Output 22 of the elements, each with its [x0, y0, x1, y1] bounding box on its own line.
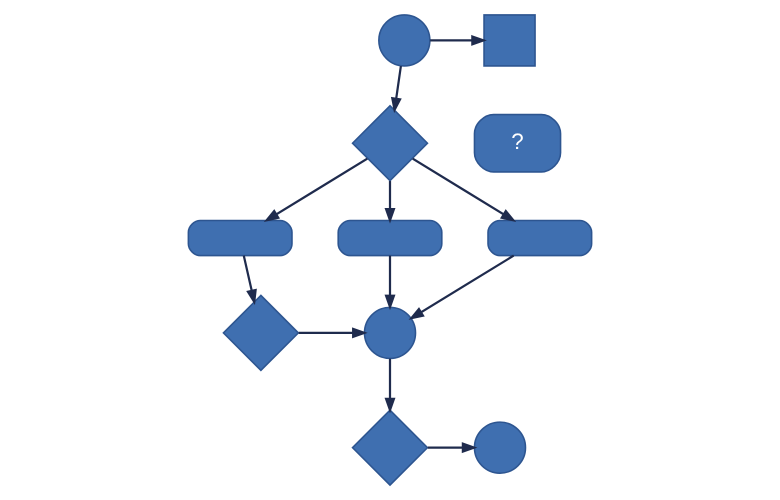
arrow [430, 34, 487, 46]
arrow [384, 256, 396, 310]
arrow [412, 158, 516, 222]
node-circle [474, 421, 526, 474]
arrow [384, 358, 396, 414]
label: ? [511, 129, 524, 154]
arrow [384, 181, 396, 224]
arrow [264, 158, 368, 222]
node-bar [188, 220, 293, 256]
node-bar [337, 220, 443, 256]
arrow [390, 66, 402, 114]
node-diamond [351, 104, 429, 182]
node-box [483, 14, 536, 67]
node-diamond [222, 294, 300, 372]
node-circle [378, 14, 431, 67]
arrow [242, 255, 257, 306]
node-diamond [351, 409, 429, 486]
arrow [298, 327, 368, 338]
node-circle [364, 306, 416, 360]
arrow [408, 254, 514, 320]
node-bar [487, 220, 592, 256]
arrow [428, 442, 478, 454]
